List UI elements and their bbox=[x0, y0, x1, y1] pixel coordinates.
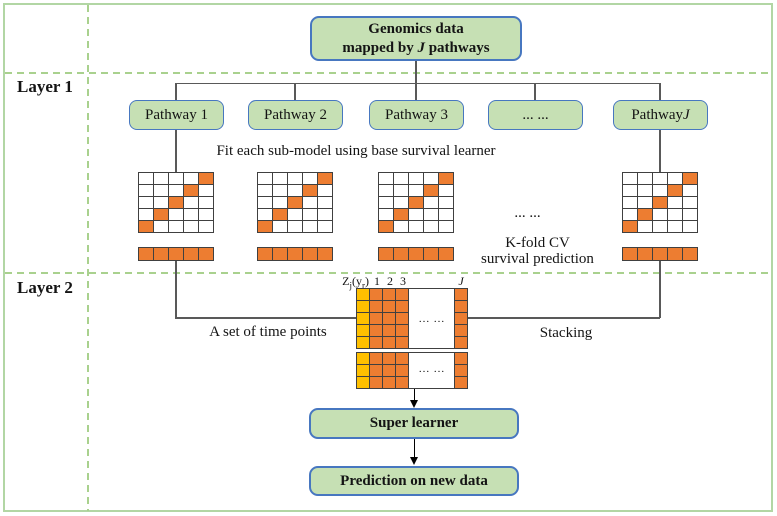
connector-barJ-down bbox=[659, 261, 661, 318]
pathway-1-box: Pathway 1 bbox=[129, 100, 224, 130]
kfold-grid-pathwayJ bbox=[622, 172, 698, 233]
kfold-grid-pathway1 bbox=[138, 172, 214, 233]
matrix-z-label: Zj(yr) bbox=[342, 274, 369, 291]
kfold-grid-pathway2 bbox=[257, 172, 333, 233]
connector-left-to-matrix bbox=[175, 317, 356, 319]
matrix-ellipsis-upper: ... ... bbox=[418, 313, 446, 325]
matrix-col-label-J: J bbox=[458, 274, 464, 288]
pathway-2-box: Pathway 2 bbox=[248, 100, 343, 130]
connector-right-to-matrix bbox=[468, 317, 660, 319]
super-learner-box: Super learner bbox=[309, 408, 519, 439]
connector-topbox-drop bbox=[415, 61, 417, 83]
connector-branch-bar bbox=[175, 82, 661, 84]
cv-prediction-bar-pathwayJ bbox=[622, 247, 698, 261]
connector-bar1-down bbox=[175, 261, 177, 318]
arrow-super-to-prediction-line bbox=[413, 439, 415, 459]
matrix-col-label-3: 3 bbox=[400, 274, 406, 288]
layer-column-divider-line bbox=[87, 5, 89, 511]
stack-matrix-lower-block bbox=[356, 352, 468, 389]
matrix-col-label-2: 2 bbox=[387, 274, 393, 288]
kfold-grid-pathway3 bbox=[378, 172, 454, 233]
connector-stub-pathwayJ bbox=[659, 83, 661, 100]
connector-stub-pathway1 bbox=[175, 83, 177, 100]
layer1-label: Layer 1 bbox=[17, 77, 73, 96]
pathway-J-box: Pathway J bbox=[613, 100, 708, 130]
cv-prediction-bar-pathway2 bbox=[257, 247, 333, 261]
cv-prediction-bar-pathway1 bbox=[138, 247, 214, 261]
pathway-ellipsis-box: ... ... bbox=[488, 100, 583, 130]
prediction-box: Prediction on new data bbox=[309, 466, 519, 496]
connector-stub-pathway2 bbox=[294, 83, 296, 100]
matrix-ellipsis-lower: ... ... bbox=[418, 363, 446, 375]
time-points-label: A set of time points bbox=[209, 324, 327, 340]
matrix-col-label-1: 1 bbox=[374, 274, 380, 288]
fit-submodel-text: Fit each sub-model using base survival l… bbox=[216, 143, 496, 159]
layer2-label: Layer 2 bbox=[17, 278, 73, 297]
stack-matrix-upper-block bbox=[356, 288, 468, 349]
connector-pathwayJ-grid bbox=[659, 130, 661, 173]
arrow-matrix-to-super-head bbox=[409, 400, 418, 408]
kfold-cv-label: K-fold CV survival prediction bbox=[481, 235, 594, 267]
arrow-matrix-to-super-line bbox=[413, 389, 415, 402]
connector-stub-ellipsis bbox=[534, 83, 536, 100]
layer1-divider-line bbox=[5, 72, 771, 74]
genomics-data-box-text: Genomics data mapped by J pathways bbox=[342, 20, 490, 56]
genomics-data-box: Genomics data mapped by J pathways bbox=[310, 16, 522, 61]
stacking-label: Stacking bbox=[539, 325, 593, 341]
layer2-divider-line bbox=[5, 272, 771, 274]
connector-stub-pathway3 bbox=[415, 83, 417, 100]
connector-pathway1-grid bbox=[175, 130, 177, 173]
arrow-super-to-prediction-head bbox=[409, 457, 418, 465]
grids-ellipsis-text: ... ... bbox=[514, 205, 541, 221]
pathway-3-box: Pathway 3 bbox=[369, 100, 464, 130]
cv-prediction-bar-pathway3 bbox=[378, 247, 454, 261]
